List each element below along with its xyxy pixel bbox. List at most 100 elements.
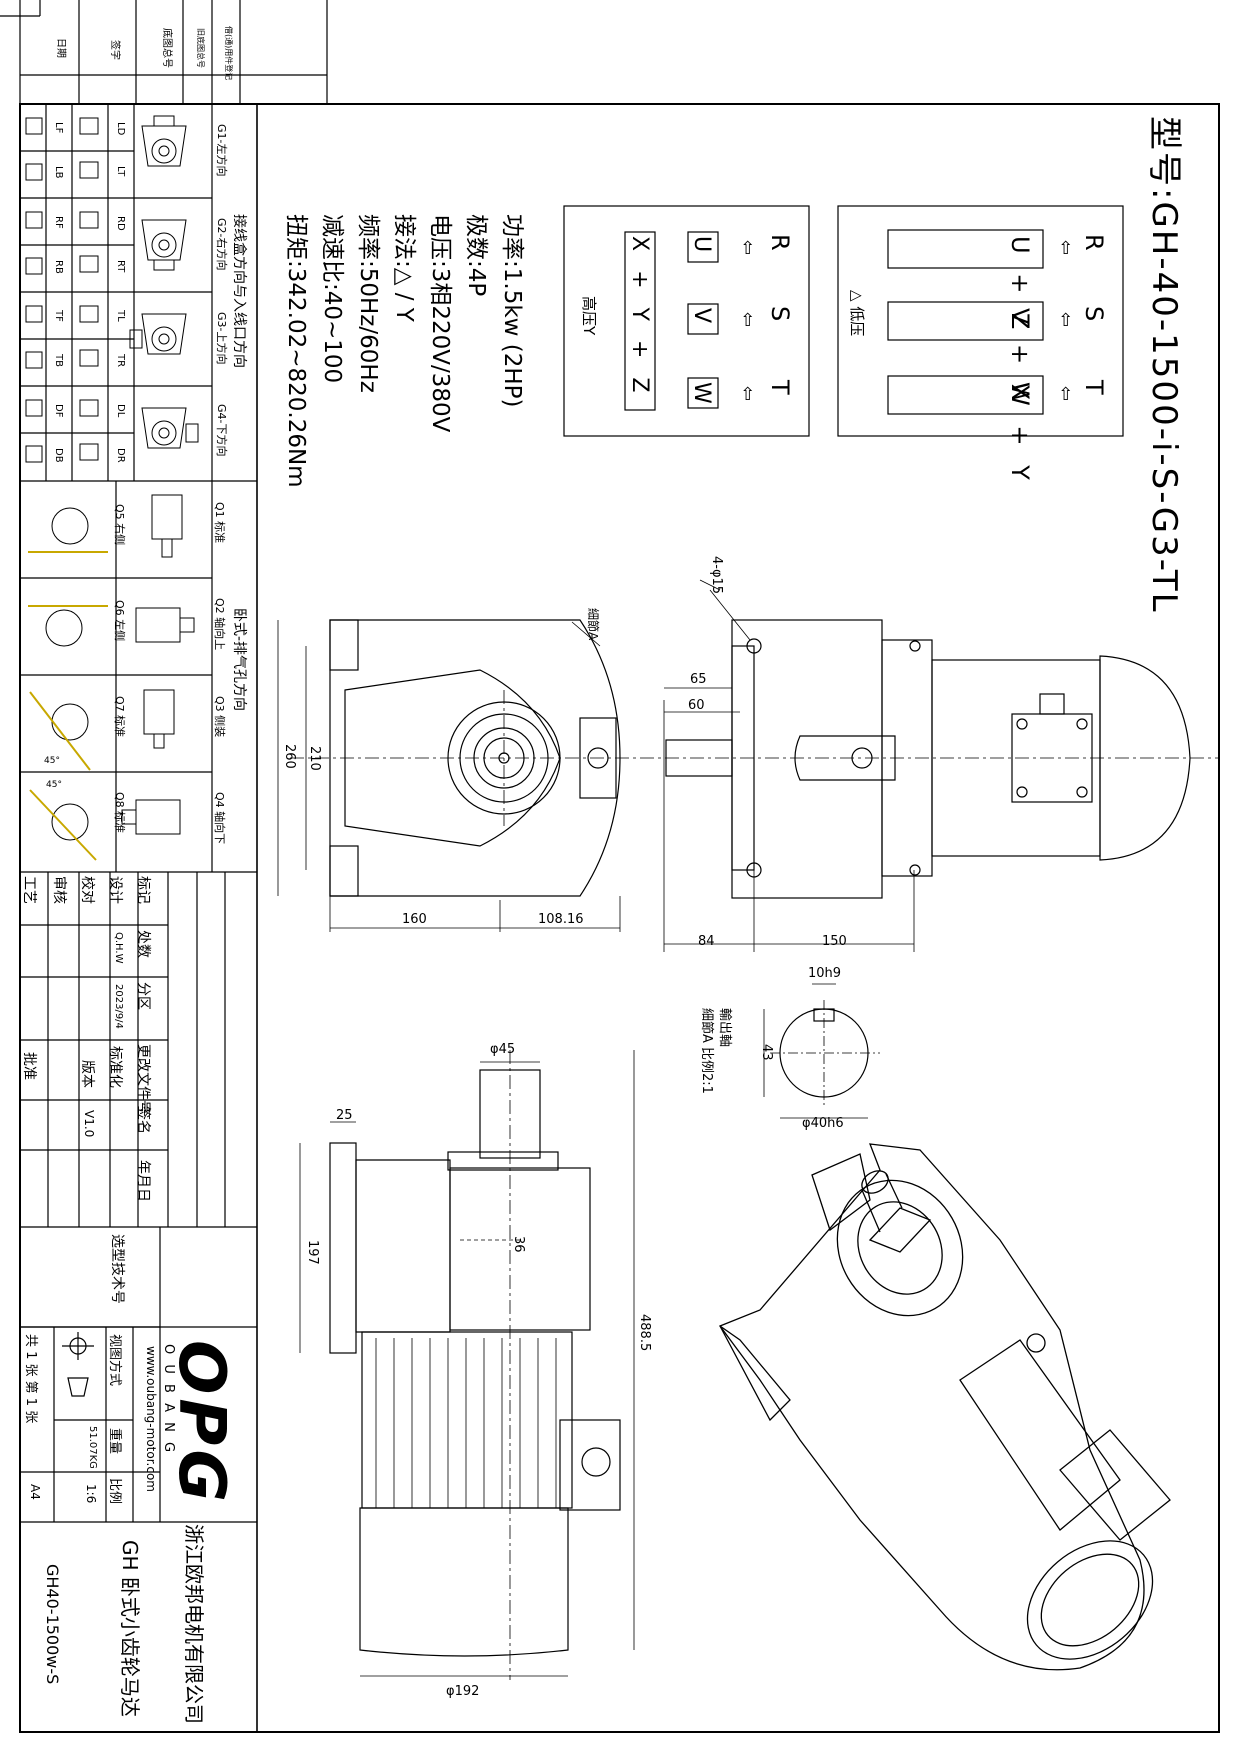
code-tr: TR: [115, 354, 126, 368]
tb-design: 设计: [107, 876, 123, 904]
brand-sub: O U B A N G: [161, 1344, 176, 1456]
tb-version: V1.0: [82, 1110, 96, 1138]
code-rd: RD: [115, 216, 126, 231]
mount-q2: Q2 轴向上: [213, 598, 226, 651]
code-dl: DL: [115, 404, 126, 418]
arrow-icon: ⇦: [737, 240, 758, 256]
dim-phi192: φ192: [446, 1684, 480, 1699]
front-view-drawing: [277, 619, 640, 932]
top-view-drawing: [299, 1050, 635, 1680]
orientation-g2-label: G2-右方向: [215, 218, 228, 271]
header-date: 日期: [55, 38, 66, 58]
spec-torque: 扭矩:342.02~820.26Nm: [283, 214, 309, 488]
wiring-high-phase-r: R: [766, 234, 794, 251]
code-db: DB: [53, 448, 64, 463]
arrow-icon: ⇦: [737, 386, 758, 402]
code-rb: RB: [53, 260, 64, 274]
dim-key: 10h9: [808, 966, 842, 981]
tb-change-doc: 更改文件号: [135, 1044, 151, 1114]
code-lb: LB: [53, 166, 64, 179]
spec-poles: 极数:4P: [463, 214, 489, 297]
header-base-no: 底图总号: [161, 28, 172, 68]
code-tl: TL: [115, 310, 126, 322]
dim-detail-a: 細節A: [586, 608, 600, 641]
wiring-high-title: 高压Y: [580, 296, 598, 336]
wiring-low-phase-s: S: [1080, 306, 1108, 322]
title-block: [20, 872, 257, 1523]
isometric-view-drawing: [718, 1143, 1171, 1671]
tb-version-label: 版本: [79, 1060, 95, 1088]
tb-sheets: 共 1 张 第 1 张: [23, 1334, 38, 1424]
angle-label: 45°: [44, 756, 60, 766]
dim-84: 84: [698, 934, 715, 949]
model-title: 型号:GH-40-1500-i-S-G3-TL: [1144, 116, 1184, 614]
spec-connection: 接法:△ / Y: [391, 214, 417, 322]
dim-25: 25: [336, 1108, 353, 1123]
mount-q3: Q3 侧装: [213, 696, 226, 738]
orientation-heading: 接线盒方向与入线口方向: [231, 214, 247, 368]
tb-zone: 分区: [135, 982, 151, 1010]
wiring-low-title: △ 低压: [848, 290, 866, 337]
tb-approve: 批准: [21, 1052, 37, 1080]
header-old-base-no: 旧底图总号: [196, 28, 205, 68]
dim-holes: 4-φ15: [709, 556, 724, 595]
dim-36: 36: [511, 1236, 526, 1253]
arrow-icon: ⇦: [737, 312, 758, 328]
code-rf: RF: [53, 216, 64, 229]
orientation-grid: [20, 104, 213, 481]
dim-phi45: φ45: [490, 1042, 516, 1057]
wiring-low-phase-t: T: [1080, 380, 1108, 395]
dim-488: 488.5: [637, 1314, 652, 1352]
code-tf: TF: [53, 310, 64, 322]
wiring-high-term-v: V: [689, 308, 714, 324]
tb-date: 年月日: [135, 1160, 151, 1202]
mount-q5: Q5 右侧: [113, 504, 126, 546]
code-lf: LF: [53, 122, 64, 134]
brand-website: www.oubang-motor.com: [144, 1346, 158, 1492]
mount-q7: Q7 标准: [113, 696, 126, 738]
shaft-section-drawing: [763, 983, 880, 1119]
orientation-g3-label: G3-上方向: [215, 312, 228, 365]
arrow-icon: ⇦: [1055, 240, 1076, 256]
tb-mark: 标记: [135, 876, 151, 904]
tb-check: 校对: [79, 876, 95, 904]
mounting-grid: [20, 481, 213, 872]
tb-weight-label: 重量: [107, 1428, 122, 1455]
code-rt: RT: [115, 260, 126, 273]
tb-designer: Q.H.W: [113, 932, 124, 964]
tb-view-method: 视图方式: [107, 1334, 122, 1387]
header-register: 借(通)用件登记: [224, 26, 233, 81]
wiring-high-term-w: W: [689, 382, 714, 404]
dim-43: 43: [759, 1044, 774, 1061]
tb-design-date: 2023/9/4: [113, 984, 124, 1029]
mount-q6: Q6 左侧: [113, 600, 126, 642]
tb-weight: 51.07KG: [87, 1426, 98, 1469]
arrow-icon: ⇦: [1055, 312, 1076, 328]
tb-signature: 签名: [135, 1106, 151, 1134]
wiring-low-phase-r: R: [1080, 234, 1108, 251]
shaft-note: 細節A 比例2:1: [699, 1008, 714, 1094]
dim-60: 60: [688, 698, 705, 713]
code-tb: TB: [53, 354, 64, 367]
code-df: DF: [53, 404, 64, 418]
code-ld: LD: [115, 122, 126, 136]
wiring-high-phase-t: T: [766, 380, 794, 395]
dim-150: 150: [822, 934, 847, 949]
wiring-high-star: X + Y + Z: [627, 236, 652, 399]
wiring-boxes: [563, 205, 1124, 437]
orientation-g1-label: G1-左方向: [215, 124, 228, 177]
company-name: 浙江欧邦电机有限公司: [182, 1524, 206, 1724]
header-sign: 签字: [109, 40, 120, 60]
spec-frequency: 频率:50Hz/60Hz: [355, 214, 381, 393]
tb-technical-no: 选型技术号: [109, 1234, 125, 1304]
angle-label: 45°: [46, 780, 62, 790]
tb-scale-label: 比例: [107, 1478, 122, 1505]
wiring-high-term-u: U: [689, 236, 714, 253]
header-strip: [19, 0, 328, 104]
tb-paper: A4: [28, 1484, 42, 1500]
spec-power: 功率:1.5kw (2HP): [499, 214, 525, 408]
border-frame: [19, 103, 1220, 1733]
dim-108: 108.16: [538, 912, 584, 927]
spec-ratio: 减速比:40~100: [319, 214, 345, 384]
